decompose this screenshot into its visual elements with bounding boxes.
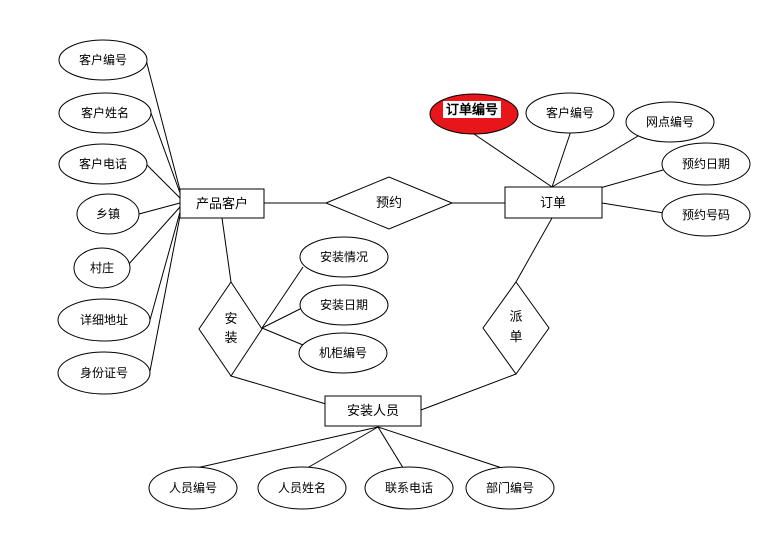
attribute-outlet-id: 网点编号 — [625, 101, 715, 143]
relationship-label-line2: 单 — [509, 330, 522, 345]
entity-label: 安装人员 — [347, 404, 399, 419]
attribute-label: 安装情况 — [320, 249, 368, 264]
attribute-label: 网点编号 — [646, 114, 694, 129]
attribute-label: 安装日期 — [320, 297, 368, 312]
attribute-order-id-key: 订单编号 — [429, 93, 519, 135]
attribute-label: 订单编号 — [446, 102, 498, 118]
relationship-install: 安 装 — [198, 281, 263, 377]
attribute-address: 详细地址 — [57, 298, 151, 342]
attribute-customer-id: 客户编号 — [58, 39, 148, 81]
attribute-label: 机柜编号 — [319, 345, 367, 360]
entity-order: 订单 — [504, 186, 603, 219]
attribute-village: 村庄 — [73, 247, 131, 289]
attribute-label: 部门编号 — [486, 480, 534, 495]
relationship-reserve: 预约 — [324, 176, 454, 230]
attribute-label: 客户电话 — [79, 156, 127, 171]
attribute-label: 预约日期 — [682, 156, 730, 171]
attribute-label: 身份证号 — [80, 365, 128, 380]
attribute-contact-phone: 联系电话 — [364, 466, 454, 510]
connector-lines — [127, 59, 665, 472]
attribute-label: 客户编号 — [546, 105, 594, 120]
relationship-label-line1: 派 — [509, 310, 522, 325]
relationship-label-line1: 安 — [224, 312, 237, 327]
attribute-label: 预约号码 — [682, 207, 730, 222]
attribute-install-date: 安装日期 — [299, 284, 389, 326]
attribute-customer-name: 客户姓名 — [58, 92, 152, 134]
attribute-label: 联系电话 — [385, 481, 433, 495]
entity-installer: 安装人员 — [324, 395, 422, 427]
attribute-order-customer-id: 客户编号 — [525, 92, 615, 134]
attribute-staff-id: 人员编号 — [148, 466, 238, 510]
attribute-cabinet-id: 机柜编号 — [298, 332, 388, 374]
attribute-id-number: 身份证号 — [57, 351, 151, 395]
attribute-reserve-date: 预约日期 — [661, 142, 751, 186]
attribute-label: 乡镇 — [96, 207, 120, 221]
attribute-reserve-number: 预约号码 — [661, 193, 751, 237]
relationship-label-line2: 装 — [224, 331, 237, 346]
attribute-staff-name: 人员姓名 — [257, 466, 347, 510]
attribute-label: 人员编号 — [169, 480, 217, 495]
attribute-label: 客户编号 — [79, 52, 127, 67]
attribute-label: 村庄 — [90, 260, 114, 275]
attribute-department-id: 部门编号 — [465, 466, 555, 510]
attribute-town: 乡镇 — [76, 193, 140, 235]
attribute-label: 客户姓名 — [81, 105, 129, 120]
entity-label: 产品客户 — [196, 196, 248, 212]
relationship-label: 预约 — [376, 196, 402, 211]
attribute-install-status: 安装情况 — [299, 236, 389, 278]
entity-label: 订单 — [540, 196, 566, 211]
attribute-label: 详细地址 — [80, 312, 128, 327]
relationship-dispatch: 派 单 — [482, 281, 550, 375]
attribute-customer-phone: 客户电话 — [58, 143, 148, 185]
attribute-label: 人员姓名 — [278, 480, 326, 495]
entity-product-customer: 产品客户 — [179, 188, 265, 219]
